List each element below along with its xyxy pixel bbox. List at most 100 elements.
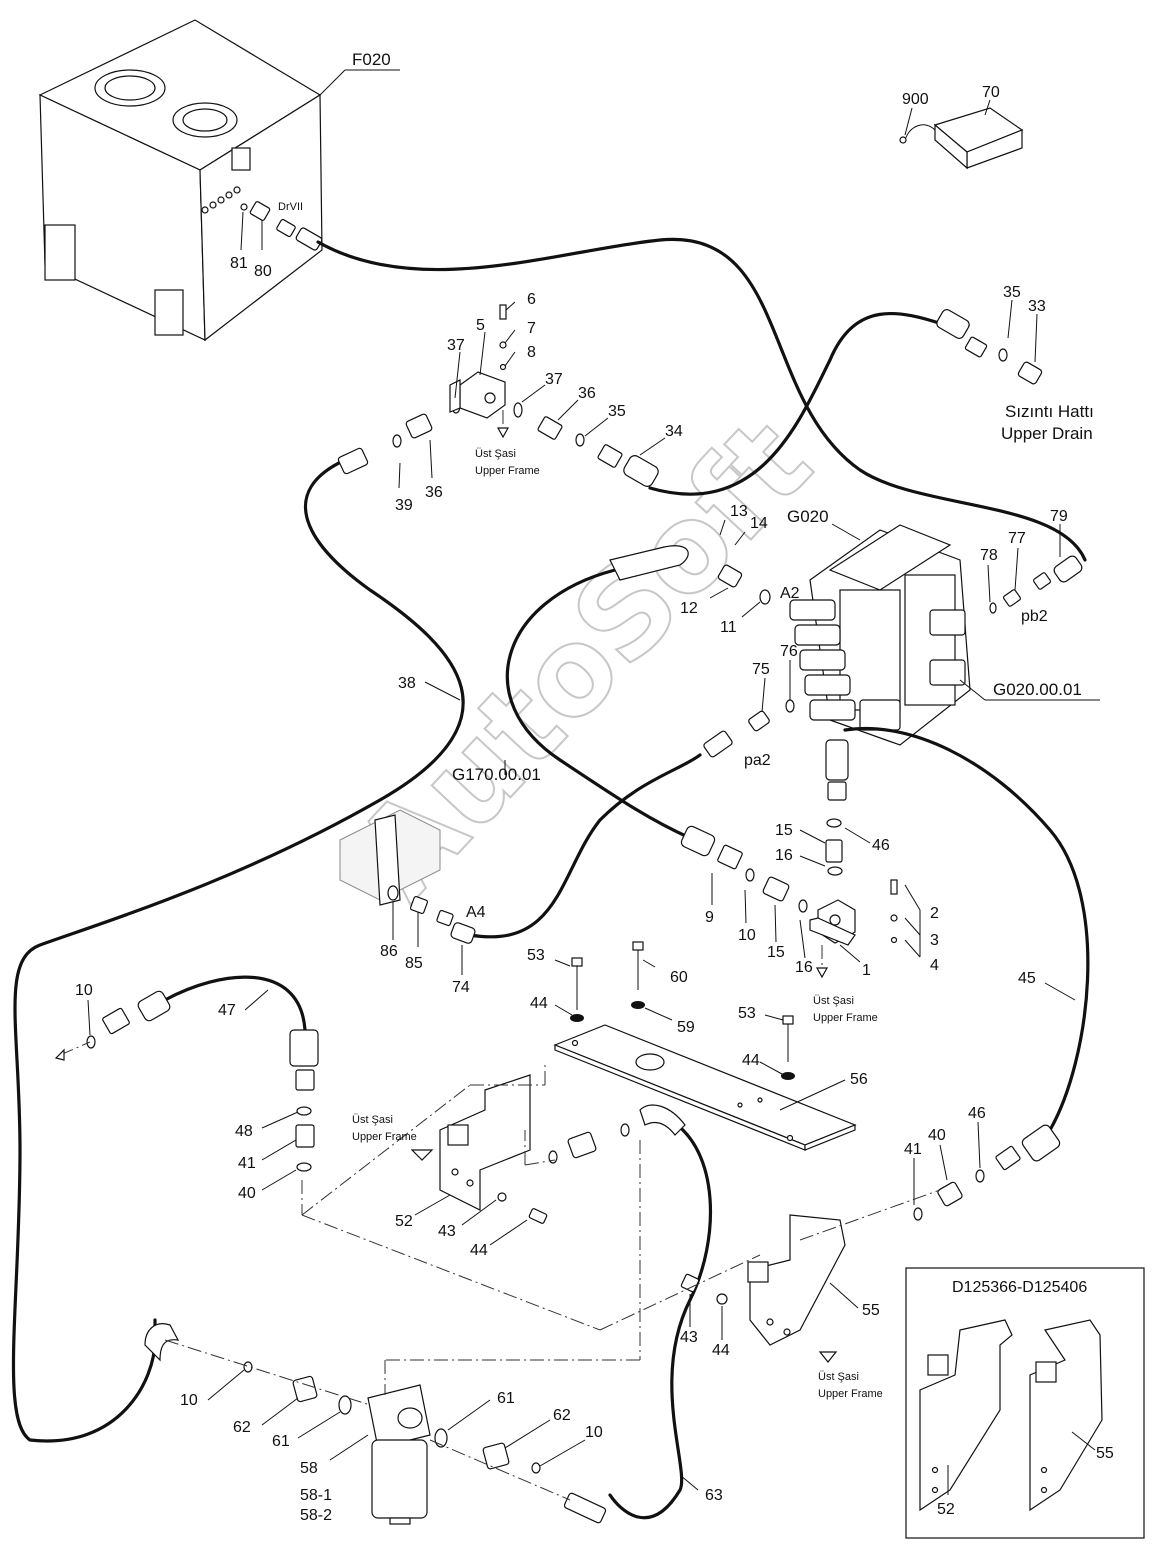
part-number: 2 xyxy=(930,905,939,922)
pedal-assembly xyxy=(899,107,1024,170)
hose-47 xyxy=(163,975,307,1032)
part-number: 70 xyxy=(982,84,1000,101)
hydraulic-tank-f020 xyxy=(38,19,323,342)
part-number: 40 xyxy=(238,1185,256,1202)
part-number: 16 xyxy=(795,959,813,976)
part-number: 58 xyxy=(300,1460,318,1477)
part-number: 75 xyxy=(752,661,770,678)
part-number: 48 xyxy=(235,1123,253,1140)
part-number: 15 xyxy=(767,944,785,961)
hose-63 xyxy=(608,1118,712,1520)
part-number-leaders xyxy=(87,299,1076,1491)
part-number: 37 xyxy=(447,337,465,354)
part-number: 78 xyxy=(980,547,998,564)
valve-block-g170 xyxy=(339,809,441,906)
note-sizinti-hatti: Sızıntı Hattı xyxy=(1005,402,1094,421)
part-number: 52 xyxy=(395,1213,413,1230)
part-number: 5 xyxy=(476,317,485,334)
port-label-pa2: pa2 xyxy=(744,752,771,769)
part-number: 44 xyxy=(712,1342,730,1359)
part-number: 33 xyxy=(1028,298,1046,315)
part-number: 15 xyxy=(775,822,793,839)
part-number: 79 xyxy=(1050,508,1068,525)
part-number: 9 xyxy=(705,909,714,926)
part-number: 4 xyxy=(930,957,939,974)
hose-drain-main xyxy=(316,237,1087,562)
part-number: 52 xyxy=(937,1501,955,1518)
part-number: 16 xyxy=(775,847,793,864)
part-number: 45 xyxy=(1018,970,1036,987)
filter-58 xyxy=(367,1384,431,1525)
note-upper-frame: Upper Frame xyxy=(352,1131,417,1143)
part-number: 44 xyxy=(470,1242,488,1259)
hose-38 xyxy=(11,458,465,1443)
hose-end-fittings xyxy=(102,309,1083,1524)
note-upper-frame: Upper Frame xyxy=(818,1388,883,1400)
o-rings xyxy=(86,348,1008,1474)
part-number: 35 xyxy=(608,403,626,420)
hose-45 xyxy=(843,726,1090,1132)
part-number: 7 xyxy=(527,320,536,337)
part-number: 62 xyxy=(553,1407,571,1424)
part-number: 12 xyxy=(680,600,698,617)
note-ust-sasi: Üst Şasi xyxy=(813,995,854,1007)
bracket-52 xyxy=(439,1074,531,1211)
part-number: 36 xyxy=(578,385,596,402)
part-number: 37 xyxy=(545,371,563,388)
bolts xyxy=(528,941,795,1293)
part-number: 41 xyxy=(904,1141,922,1158)
part-number: 60 xyxy=(670,969,688,986)
callout-g020-00-01: G020.00.01 xyxy=(993,680,1082,699)
port-label: DrVII xyxy=(278,201,303,213)
callout-g020: G020 xyxy=(787,507,829,526)
part-number: 10 xyxy=(585,1424,603,1441)
part-number: 55 xyxy=(1096,1445,1114,1462)
hose-a2 xyxy=(505,568,692,840)
assembly-lines xyxy=(54,1041,941,1501)
port-label-pb2: pb2 xyxy=(1021,608,1048,625)
note-ust-sasi: Üst Şasi xyxy=(818,1371,859,1383)
part-number: 85 xyxy=(405,955,423,972)
part-number: 43 xyxy=(438,1223,456,1240)
part-number: 58-1 xyxy=(300,1487,332,1504)
inset-variant-box: D125366-D125406 52 55 xyxy=(905,1267,1145,1539)
part-number: 62 xyxy=(233,1419,251,1436)
port-label-a2: A2 xyxy=(780,585,800,602)
inset-title: D125366-D125406 xyxy=(952,1279,1087,1296)
part-number: 59 xyxy=(677,1019,695,1036)
part-number: 14 xyxy=(750,515,768,532)
control-valve-g020 xyxy=(789,524,971,746)
part-number: 36 xyxy=(425,484,443,501)
hose-74 xyxy=(468,753,702,939)
mounting-plate-56 xyxy=(553,1024,857,1151)
part-number: 55 xyxy=(862,1302,880,1319)
part-number: 47 xyxy=(218,1002,236,1019)
part-number: 53 xyxy=(738,1005,756,1022)
bracket-55 xyxy=(747,1214,846,1346)
part-number: 35 xyxy=(1003,284,1021,301)
block-1 xyxy=(809,879,898,946)
inset-bracket-55 xyxy=(1029,1319,1103,1512)
part-number: 41 xyxy=(238,1155,256,1172)
part-number: 44 xyxy=(742,1052,760,1069)
part-number: 10 xyxy=(180,1392,198,1409)
part-number: 61 xyxy=(497,1390,515,1407)
part-number: 58-2 xyxy=(300,1507,332,1524)
part-number: 81 xyxy=(230,255,248,272)
part-number: 44 xyxy=(530,995,548,1012)
note-upper-frame: Upper Frame xyxy=(475,465,540,477)
part-number: 77 xyxy=(1008,530,1026,547)
inset-bracket-52 xyxy=(919,1319,1013,1512)
part-number: 86 xyxy=(380,943,398,960)
part-number: 74 xyxy=(452,979,470,996)
hose-34 xyxy=(648,312,947,496)
part-number: 1 xyxy=(862,962,871,979)
part-number: 39 xyxy=(395,497,413,514)
part-number: 13 xyxy=(730,503,748,520)
port-label-a4: A4 xyxy=(466,904,486,921)
part-number: 6 xyxy=(527,291,536,308)
part-number: 56 xyxy=(850,1071,868,1088)
part-number: 61 xyxy=(272,1433,290,1450)
part-number: 8 xyxy=(527,344,536,361)
